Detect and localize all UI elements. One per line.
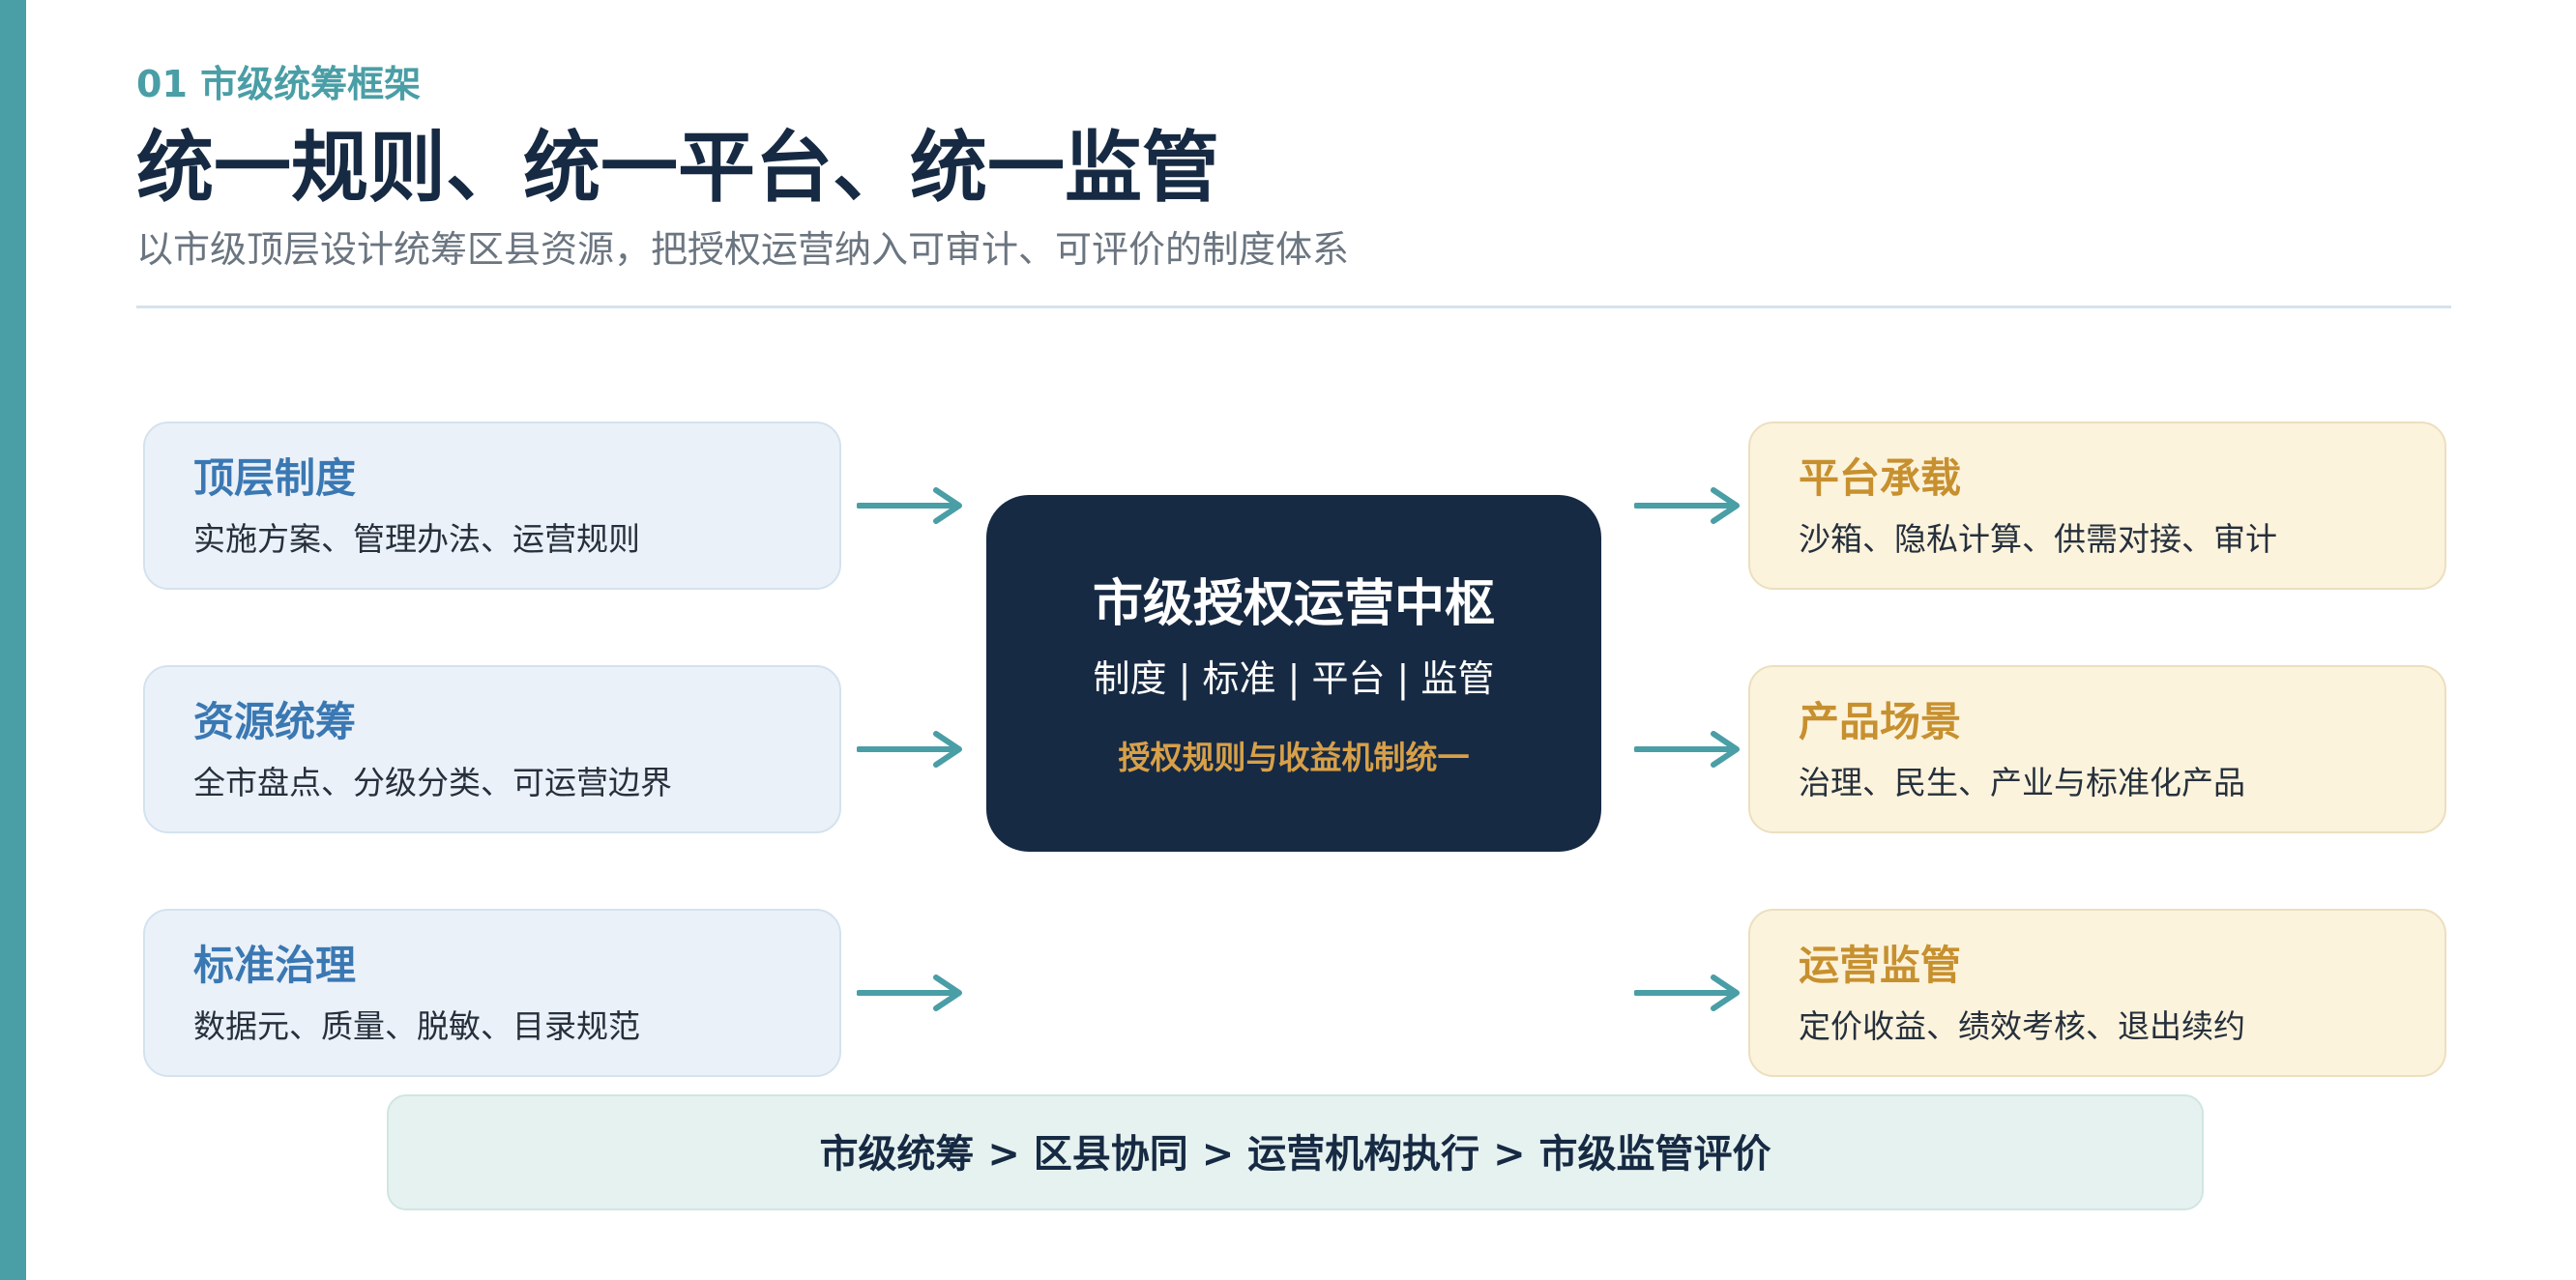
section-eyebrow: 01 市级统筹框架 (136, 63, 422, 105)
output-card-platform: 平台承载 沙箱、隐私计算、供需对接、审计 (1748, 422, 2446, 590)
arrow-right-icon (857, 975, 962, 1011)
accent-bar (0, 0, 26, 1280)
input-card-resource-coordination: 资源统筹 全市盘点、分级分类、可运营边界 (143, 665, 841, 833)
hub-title: 市级授权运营中枢 (1092, 575, 1495, 633)
flow-text: 市级统筹 > 区县协同 > 运营机构执行 > 市级监管评价 (819, 1132, 1771, 1177)
page-title: 统一规则、统一平台、统一监管 (136, 123, 1219, 213)
hub-tagline: 授权规则与收益机制统一 (1118, 739, 1470, 776)
output-card-desc: 治理、民生、产业与标准化产品 (1799, 764, 2245, 801)
output-card-operation-supervision: 运营监管 定价收益、绩效考核、退出续约 (1748, 909, 2446, 1077)
output-card-title: 运营监管 (1799, 942, 1962, 989)
input-card-desc: 全市盘点、分级分类、可运营边界 (193, 764, 672, 801)
output-card-product-scenarios: 产品场景 治理、民生、产业与标准化产品 (1748, 665, 2446, 833)
input-card-title: 资源统筹 (193, 698, 357, 745)
input-card-top-level-system: 顶层制度 实施方案、管理办法、运营规则 (143, 422, 841, 590)
input-card-title: 标准治理 (193, 942, 357, 989)
input-card-title: 顶层制度 (193, 454, 357, 502)
input-card-standard-governance: 标准治理 数据元、质量、脱敏、目录规范 (143, 909, 841, 1077)
arrow-right-icon (857, 731, 962, 768)
output-card-title: 平台承载 (1799, 454, 1962, 502)
output-card-desc: 定价收益、绩效考核、退出续约 (1799, 1007, 2245, 1045)
input-card-desc: 数据元、质量、脱敏、目录规范 (193, 1007, 640, 1045)
arrow-right-icon (857, 487, 962, 524)
output-card-desc: 沙箱、隐私计算、供需对接、审计 (1799, 520, 2277, 558)
arrow-right-icon (1634, 487, 1740, 524)
page-subtitle: 以市级顶层设计统筹区县资源，把授权运营纳入可审计、可评价的制度体系 (136, 228, 1350, 271)
hub-pillars: 制度 | 标准 | 平台 | 监管 (1093, 657, 1495, 700)
header-divider (136, 305, 2451, 308)
output-card-title: 产品场景 (1799, 698, 1962, 745)
arrow-right-icon (1634, 975, 1740, 1011)
flow-bar: 市级统筹 > 区县协同 > 运营机构执行 > 市级监管评价 (387, 1094, 2204, 1210)
input-card-desc: 实施方案、管理办法、运营规则 (193, 520, 640, 558)
arrow-right-icon (1634, 731, 1740, 768)
central-hub: 市级授权运营中枢 制度 | 标准 | 平台 | 监管 授权规则与收益机制统一 (986, 495, 1601, 852)
